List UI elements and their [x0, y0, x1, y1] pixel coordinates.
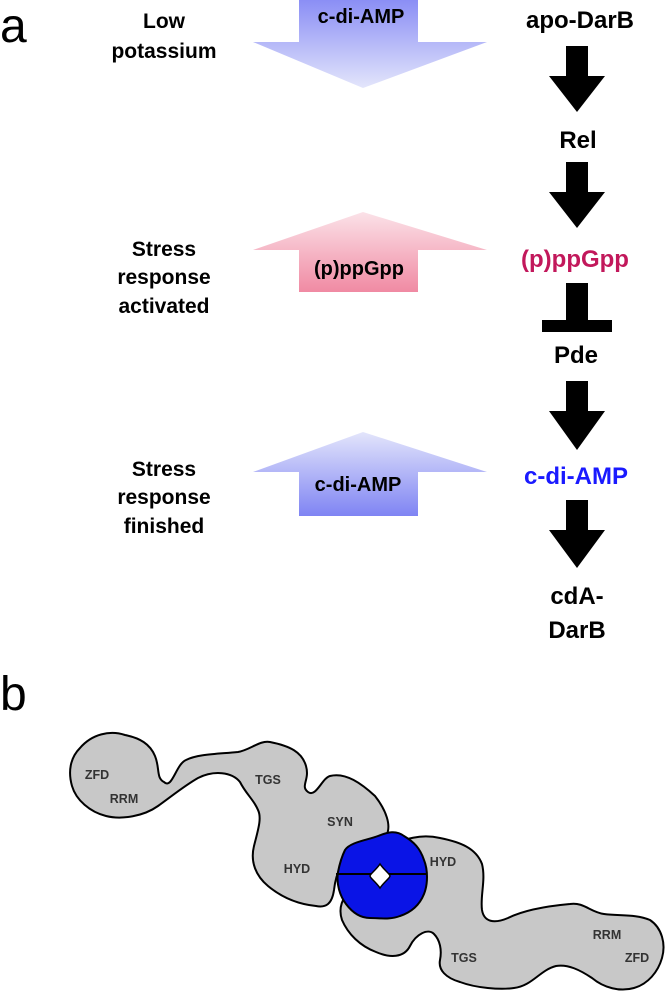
domain-tgs-right: TGS [451, 951, 477, 965]
label-response-2: response [117, 486, 210, 509]
arrow-label-ppgpp: (p)ppGpp [314, 258, 404, 280]
panel-b-letter: b [0, 668, 27, 721]
domain-hyd-right: HYD [430, 855, 456, 869]
domain-labels: ZFD RRM TGS SYN HYD HYD TGS RRM ZFD [85, 768, 649, 965]
arrow-label-c-di-amp-bottom: c-di-AMP [315, 474, 402, 496]
domain-rrm-left: RRM [110, 792, 138, 806]
ppgpp-up-arrow [253, 212, 487, 292]
node-cda-darb-line2: DarB [548, 617, 605, 644]
central-pore [369, 862, 391, 890]
arrow-rel-to-ppgpp [549, 162, 605, 228]
arrow-label-c-di-amp-top: c-di-AMP [318, 6, 405, 28]
arrow-apo-darb-to-rel [549, 46, 605, 112]
arrow-pde-to-c-di-amp [549, 381, 605, 450]
row-stress-activated: Stress response activated (p)ppGpp [117, 212, 487, 318]
node-c-di-amp: c-di-AMP [524, 463, 628, 490]
domain-zfd-right: ZFD [625, 951, 649, 965]
label-activated: activated [118, 295, 209, 318]
c-di-amp-down-arrow [253, 0, 487, 88]
domain-rrm-right: RRM [593, 928, 621, 942]
domain-zfd-left: ZFD [85, 768, 109, 782]
node-pde: Pde [554, 342, 598, 369]
pathway-column: apo-DarB Rel (p)ppGpp Pde c-di-AMP cdA- … [521, 7, 634, 644]
inhibit-ppgpp-pde-stem [566, 283, 588, 320]
row-stress-finished: Stress response finished c-di-AMP [117, 432, 487, 538]
domain-hyd-left: HYD [284, 862, 310, 876]
label-response-1: response [117, 266, 210, 289]
inhibit-ppgpp-pde-bar [542, 320, 612, 332]
node-apo-darb: apo-DarB [526, 7, 634, 34]
label-stress-1: Stress [132, 238, 196, 261]
domain-syn: SYN [327, 815, 353, 829]
node-rel: Rel [559, 127, 596, 154]
node-ppgpp: (p)ppGpp [521, 246, 629, 273]
domain-tgs-left: TGS [255, 773, 281, 787]
panel-a-letter: a [0, 0, 27, 53]
node-cda-darb-line1: cdA- [550, 583, 603, 610]
label-stress-2: Stress [132, 458, 196, 481]
label-finished: finished [124, 515, 205, 538]
label-potassium: potassium [111, 40, 216, 63]
c-di-amp-up-arrow [253, 432, 487, 516]
label-low: Low [143, 10, 186, 33]
row-low-potassium: Low potassium c-di-AMP [111, 0, 487, 88]
arrow-c-di-amp-to-cda-darb [549, 500, 605, 568]
